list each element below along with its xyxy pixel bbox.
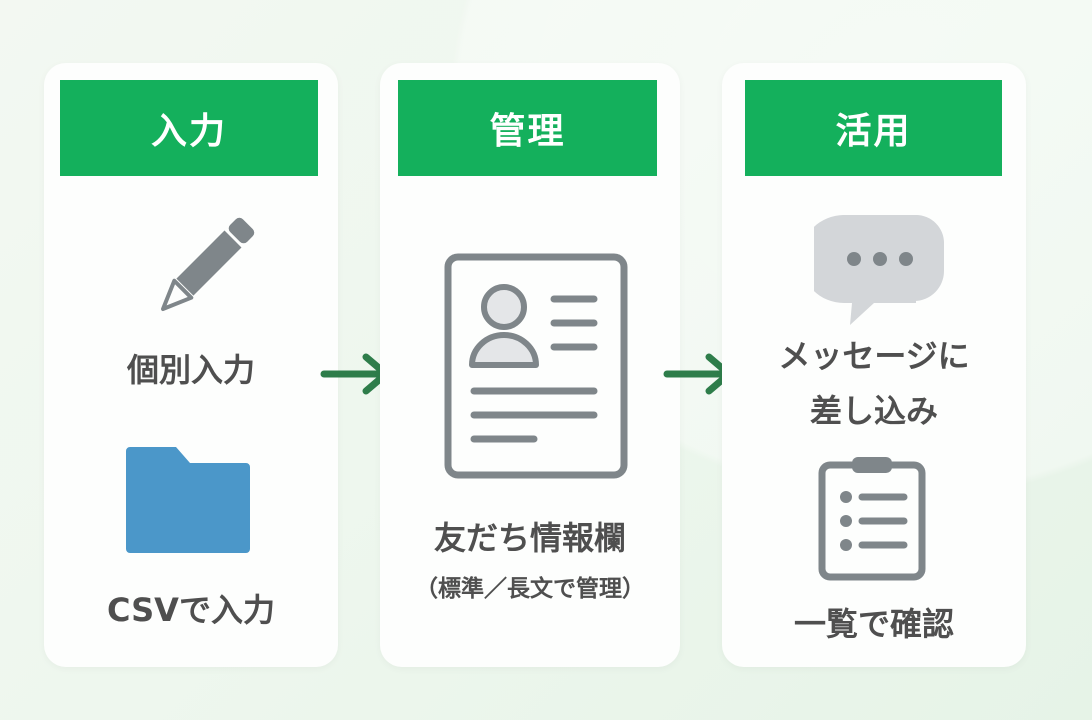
- label-insert-into-message: メッセージに: [778, 337, 970, 375]
- label-view-list: 一覧で確認: [793, 605, 954, 643]
- card-use: 活用 メッセージに 差し込み 一覧で確認: [722, 63, 1026, 667]
- card-header: 管理: [398, 80, 657, 176]
- pencil-icon: [160, 217, 255, 312]
- label-standard-long-text: （標準／長文で管理）: [415, 576, 645, 602]
- profile-document-icon: [444, 253, 628, 479]
- label-friend-info-field: 友だち情報欄: [433, 519, 626, 557]
- chat-bubble-icon: [814, 215, 944, 325]
- folder-icon: [126, 447, 250, 553]
- clipboard-list-icon: [818, 457, 926, 581]
- card-header: 活用: [745, 80, 1002, 176]
- card-input: 入力 個別入力 CSVで入力: [44, 63, 338, 667]
- card-header: 入力: [60, 80, 318, 176]
- label-insert: 差し込み: [809, 392, 938, 430]
- label-csv-input: CSVで入力: [107, 591, 275, 629]
- label-individual-input: 個別入力: [126, 351, 255, 389]
- card-manage: 管理 友だち情報欄 （標準／長文で管理）: [380, 63, 680, 667]
